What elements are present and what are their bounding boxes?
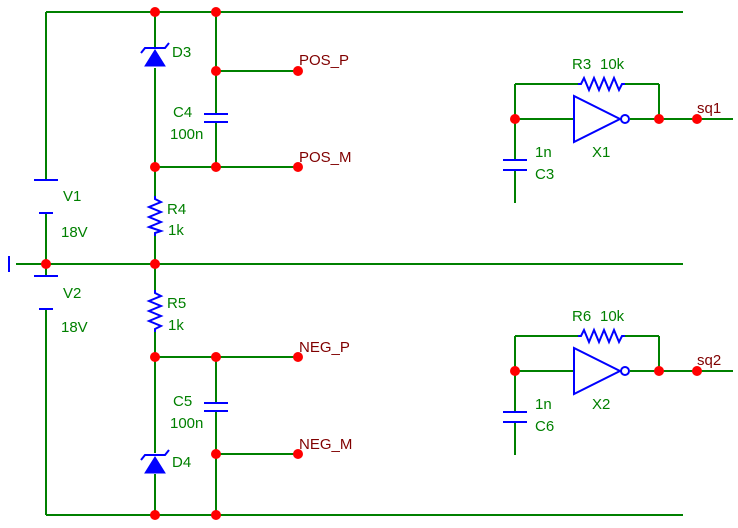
inverter-x1 — [573, 94, 630, 144]
capacitor-c3 — [503, 159, 527, 171]
r4-name-label: R4 — [167, 201, 186, 218]
node — [211, 510, 221, 520]
inverter-x2 — [573, 346, 630, 396]
node — [692, 114, 702, 124]
c5-value-label: 100n — [170, 415, 203, 432]
node — [211, 66, 221, 76]
c3-value-label: 1n — [535, 144, 552, 161]
r6-value-label: 10k — [600, 308, 625, 325]
net-label-pos-p: POS_P — [299, 52, 349, 69]
zener-d3 — [140, 42, 170, 67]
node — [211, 162, 221, 172]
resistor-r6 — [578, 327, 625, 345]
net-label-sq2: sq2 — [697, 352, 721, 369]
node — [211, 7, 221, 17]
node — [41, 259, 51, 269]
c4-name-label: C4 — [173, 104, 192, 121]
c4-value-label: 100n — [170, 126, 203, 143]
node — [293, 352, 303, 362]
node — [150, 352, 160, 362]
node — [150, 162, 160, 172]
net-label-neg-m: NEG_M — [299, 436, 352, 453]
node — [211, 449, 221, 459]
capacitor-c6 — [503, 411, 527, 423]
node — [293, 449, 303, 459]
zener-d4 — [140, 449, 170, 474]
c3-name-label: C3 — [535, 166, 554, 183]
r5-value-label: 1k — [168, 317, 184, 334]
resistor-r4 — [146, 196, 165, 236]
x1-name-label: X1 — [592, 144, 610, 161]
net-label-neg-p: NEG_P — [299, 339, 350, 356]
v2-name-label: V2 — [63, 285, 81, 302]
c6-value-label: 1n — [535, 396, 552, 413]
v2-value-label: 18V — [61, 319, 88, 336]
c6-name-label: C6 — [535, 418, 554, 435]
node — [293, 66, 303, 76]
v1-name-label: V1 — [63, 188, 81, 205]
node — [293, 162, 303, 172]
d3-name-label: D3 — [172, 44, 191, 61]
node — [510, 114, 520, 124]
battery-v2 — [34, 275, 58, 310]
node — [150, 259, 160, 269]
r3-name-label: R3 — [572, 56, 591, 73]
net-label-pos-m: POS_M — [299, 149, 352, 166]
resistor-r3 — [578, 75, 625, 93]
capacitor-c5 — [204, 402, 228, 412]
node — [150, 510, 160, 520]
c5-name-label: C5 — [173, 393, 192, 410]
node — [510, 366, 520, 376]
r6-name-label: R6 — [572, 308, 591, 325]
node — [692, 366, 702, 376]
node — [211, 352, 221, 362]
net-label-sq1: sq1 — [697, 100, 721, 117]
x2-name-label: X2 — [592, 396, 610, 413]
d4-name-label: D4 — [172, 454, 191, 471]
resistor-r5 — [146, 290, 164, 332]
battery-v1 — [34, 179, 58, 214]
junction-nodes — [41, 7, 702, 520]
r3-value-label: 10k — [600, 56, 625, 73]
node — [654, 366, 664, 376]
capacitor-c4 — [204, 113, 228, 123]
wires — [16, 11, 733, 516]
node — [654, 114, 664, 124]
node — [150, 7, 160, 17]
r5-name-label: R5 — [167, 295, 186, 312]
r4-value-label: 1k — [168, 222, 184, 239]
v1-value-label: 18V — [61, 224, 88, 241]
